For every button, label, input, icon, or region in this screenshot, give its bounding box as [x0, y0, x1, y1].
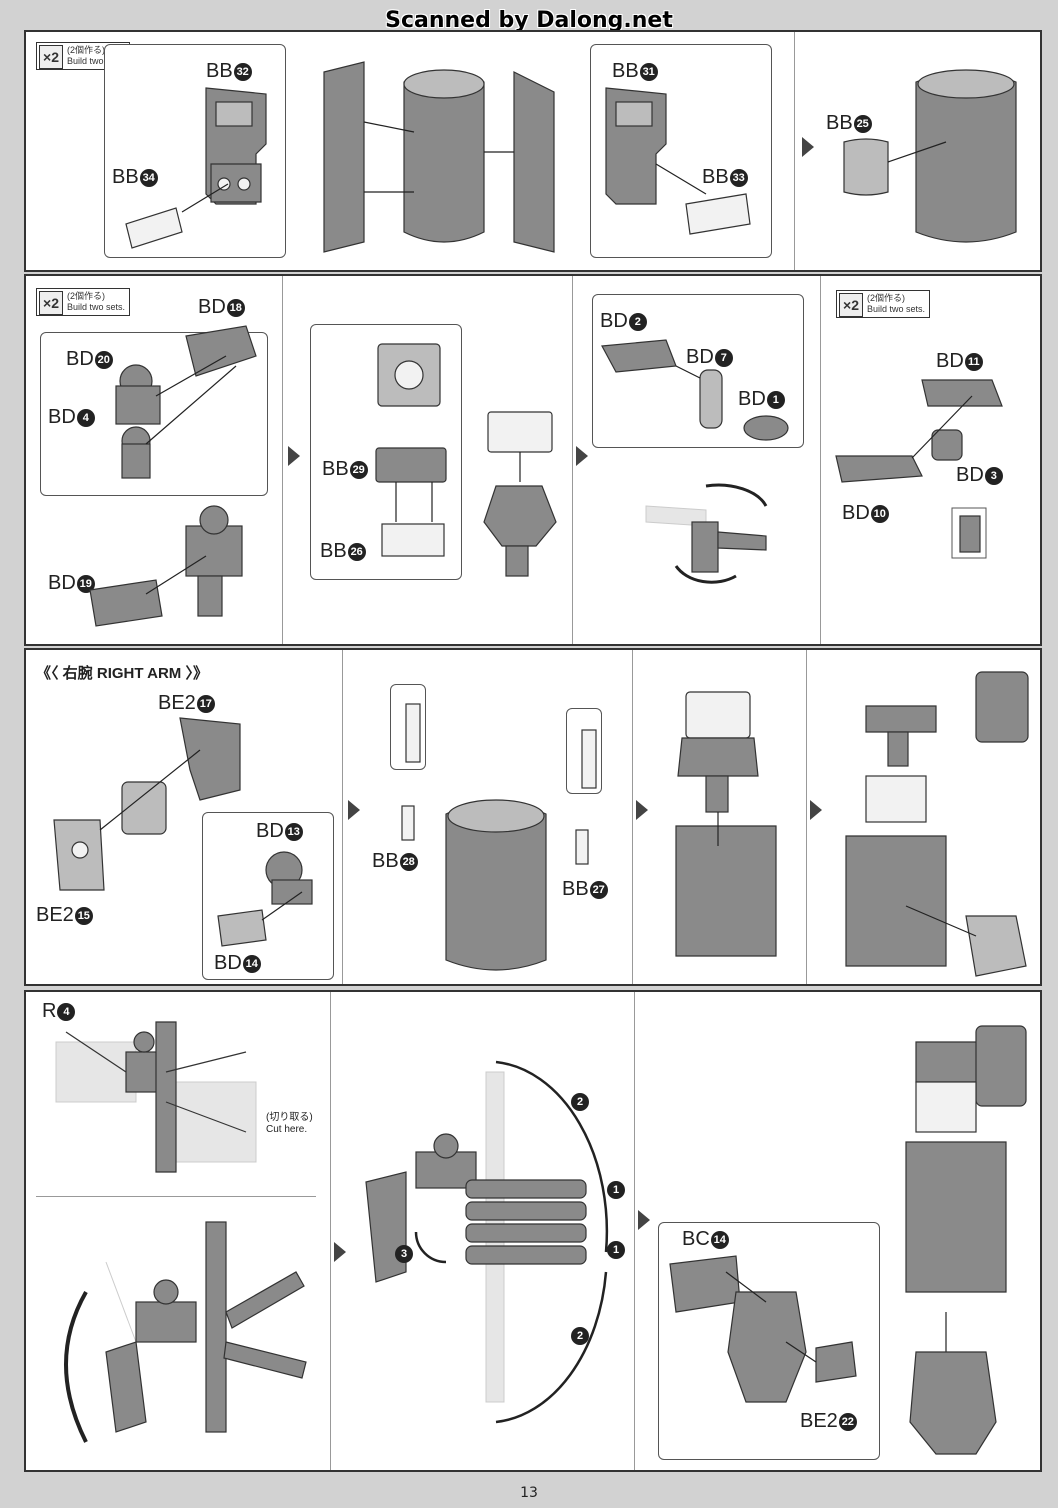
step-number-1-top: 1 [606, 1178, 625, 1201]
cut-note: (切り取る) Cut here. [266, 1112, 313, 1135]
build-two-en: Build two sets. [67, 56, 126, 66]
part-bd19-assembled [89, 505, 243, 627]
part-upper-arm-shell [401, 703, 597, 971]
build-two-badge: ×2 (2個作る) Build two sets. [36, 288, 131, 316]
step-number-2-bottom: 2 [570, 1324, 589, 1347]
build-two-jp: (2個作る) [67, 45, 105, 55]
part-bb29-bb26 [375, 343, 557, 577]
step-arrow [334, 1242, 346, 1262]
part-bb25-assembled [843, 69, 1017, 243]
divider-line [36, 1196, 316, 1197]
part-bd2-bd7-bd1 [601, 339, 789, 584]
part-be217-be215 [53, 717, 241, 891]
part-bd13-bd14 [217, 851, 313, 947]
step-arrow [348, 800, 360, 820]
step-arrow [636, 800, 648, 820]
part-bb32-bb34 [125, 87, 267, 249]
x2-icon: ×2 [39, 45, 63, 69]
step-number-1-bottom: 1 [606, 1238, 625, 1261]
build-two-badge: ×2 (2個作る) Build two sets. [836, 290, 931, 318]
part-bb31-bb33 [605, 87, 751, 235]
page-number: 13 [520, 1485, 538, 1501]
part-shoulder-core [323, 61, 555, 253]
part-hand-fingers-steps [365, 1060, 609, 1424]
scan-credit: Scanned by Dalong.net [385, 8, 673, 33]
step-arrow [802, 137, 814, 157]
step-number-3: 3 [394, 1242, 413, 1265]
part-bc14-hand-be222 [669, 1255, 857, 1403]
step-arrow [288, 446, 300, 466]
part-forearm-assembled [845, 671, 1029, 977]
part-arm-with-hand-final [905, 1025, 1027, 1455]
part-elbow-joint [675, 691, 777, 957]
step-arrow [576, 446, 588, 466]
part-bd20-bd4-bd18 [115, 325, 257, 479]
part-hand-frame-folding [64, 1221, 307, 1443]
part-bd11-bd3-bd10 [835, 379, 1003, 559]
step-arrow [810, 800, 822, 820]
step-arrow [638, 1210, 650, 1230]
section-title-right-arm: 《〈 右腕 RIGHT ARM 〉》 [36, 665, 208, 682]
step-number-2-top: 2 [570, 1090, 589, 1113]
part-r4-runner-hand [55, 1021, 257, 1173]
